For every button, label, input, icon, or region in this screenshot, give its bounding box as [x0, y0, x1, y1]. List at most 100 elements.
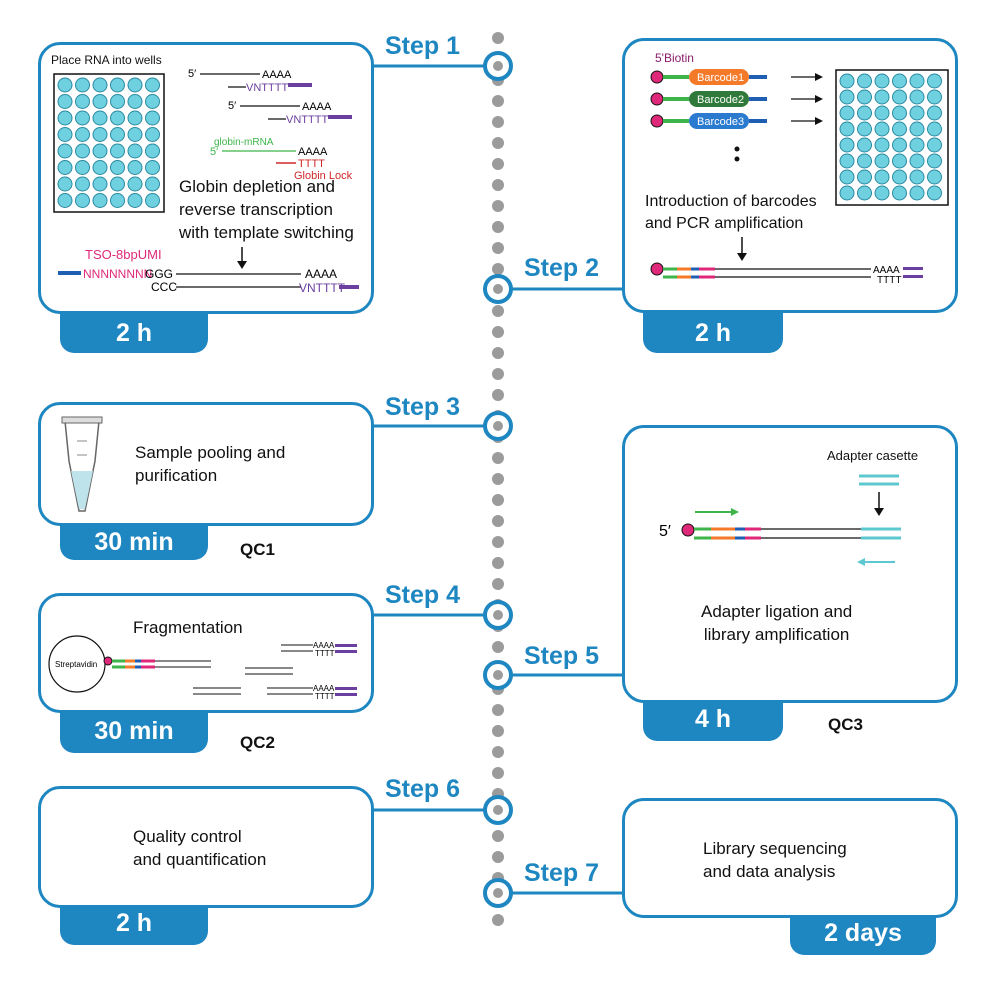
biotin-label: 5'Biotin — [655, 51, 694, 65]
well — [110, 193, 125, 208]
step3-label: Step 3 — [385, 393, 461, 421]
well — [57, 143, 73, 159]
step7-desc: Library sequencing and data analysis — [703, 839, 847, 881]
well — [57, 94, 73, 109]
barcode-pill — [689, 69, 749, 85]
svg-text:5′: 5′ — [228, 100, 236, 112]
barcode-label: Barcode2 — [697, 94, 744, 106]
step4-box: Fragmentation Streptavidin AAAA TTTT AAA… — [38, 593, 374, 713]
step1-desc: Globin depletion and reverse transcripti… — [179, 177, 354, 242]
step4-desc: Fragmentation — [133, 618, 243, 637]
well — [110, 160, 125, 175]
well — [874, 73, 890, 89]
well — [857, 169, 872, 185]
well — [927, 105, 942, 121]
svg-text:AAAA: AAAA — [313, 641, 335, 650]
step2-duration: 2 h — [643, 305, 783, 353]
well — [57, 193, 73, 208]
step7-node — [483, 878, 513, 908]
timeline-dot — [492, 704, 504, 716]
well — [927, 121, 942, 137]
svg-text:Globin Lock: Globin Lock — [294, 170, 353, 182]
svg-text:5′: 5′ — [659, 523, 671, 540]
well — [75, 193, 90, 208]
well — [874, 105, 890, 121]
timeline-dot — [492, 536, 504, 548]
well — [145, 77, 160, 93]
timeline-dot — [492, 200, 504, 212]
well — [145, 176, 160, 192]
well — [92, 110, 108, 126]
well — [127, 143, 143, 159]
step7-box: Library sequencing and data analysis — [622, 798, 958, 918]
rt-diagram: 5′ AAAA VNTTTT 5′ AAAA VNTTTT globin-mRN… — [188, 68, 353, 182]
step4-label: Step 4 — [385, 581, 461, 609]
well — [110, 143, 125, 159]
biotin-dot — [650, 114, 664, 128]
svg-text:AAAA: AAAA — [305, 267, 337, 281]
well — [92, 176, 108, 192]
barcode-label: Barcode1 — [697, 72, 744, 84]
timeline-dot — [492, 725, 504, 737]
step5-node — [483, 660, 513, 690]
well — [927, 169, 942, 185]
svg-text:AAAA: AAAA — [262, 69, 292, 81]
step1-box: Place RNA into wells 5′ AAAA VNTTTT 5′ A… — [38, 42, 374, 314]
timeline-dot — [492, 179, 504, 191]
well — [909, 153, 925, 169]
well — [839, 89, 855, 105]
svg-text:Streptavidin: Streptavidin — [55, 660, 97, 669]
timeline-dot — [492, 137, 504, 149]
timeline-dot — [492, 851, 504, 863]
timeline-dot — [492, 32, 504, 44]
well — [927, 137, 942, 153]
well — [892, 137, 907, 153]
well — [839, 137, 855, 153]
timeline-dot — [492, 368, 504, 380]
qc1-label: QC1 — [240, 540, 275, 559]
svg-text:TTTT: TTTT — [298, 158, 325, 170]
well — [110, 77, 125, 93]
timeline-dot — [492, 914, 504, 926]
well — [892, 153, 907, 169]
step3-desc: Sample pooling and purification — [135, 443, 286, 485]
timeline-dot — [492, 830, 504, 842]
well — [110, 94, 125, 109]
well — [145, 110, 160, 126]
well-plate-icon — [53, 73, 165, 213]
well — [857, 121, 872, 137]
well — [127, 127, 143, 142]
well — [145, 160, 160, 175]
well-plate-icon — [835, 69, 949, 206]
well — [92, 143, 108, 159]
well — [127, 94, 143, 109]
well — [874, 185, 890, 201]
step2-label: Step 2 — [524, 254, 600, 282]
well — [892, 169, 907, 185]
well — [839, 153, 855, 169]
well — [892, 73, 907, 89]
tso-diagram: TSO-8bpUMI NNNNNNNN GGG CCC AAAA VNTTTT — [58, 247, 359, 295]
svg-text:AAAA: AAAA — [298, 146, 328, 158]
well — [892, 89, 907, 105]
svg-text:VNTTTT: VNTTTT — [299, 281, 346, 295]
well — [92, 160, 108, 175]
well — [92, 193, 108, 208]
timeline-dot — [492, 515, 504, 527]
timeline-dot — [492, 326, 504, 338]
well — [874, 121, 890, 137]
svg-text:5′: 5′ — [210, 146, 218, 158]
step2-desc: Introduction of barcodes and PCR amplifi… — [645, 193, 817, 232]
arrow-head — [815, 117, 823, 125]
well — [839, 105, 855, 121]
timeline-dot — [492, 389, 504, 401]
well — [127, 110, 143, 126]
well — [57, 160, 73, 175]
step1-node — [483, 51, 513, 81]
plate-title: Place RNA into wells — [51, 53, 162, 67]
well — [92, 77, 108, 93]
step3-node — [483, 411, 513, 441]
well — [909, 137, 925, 153]
well — [110, 110, 125, 126]
